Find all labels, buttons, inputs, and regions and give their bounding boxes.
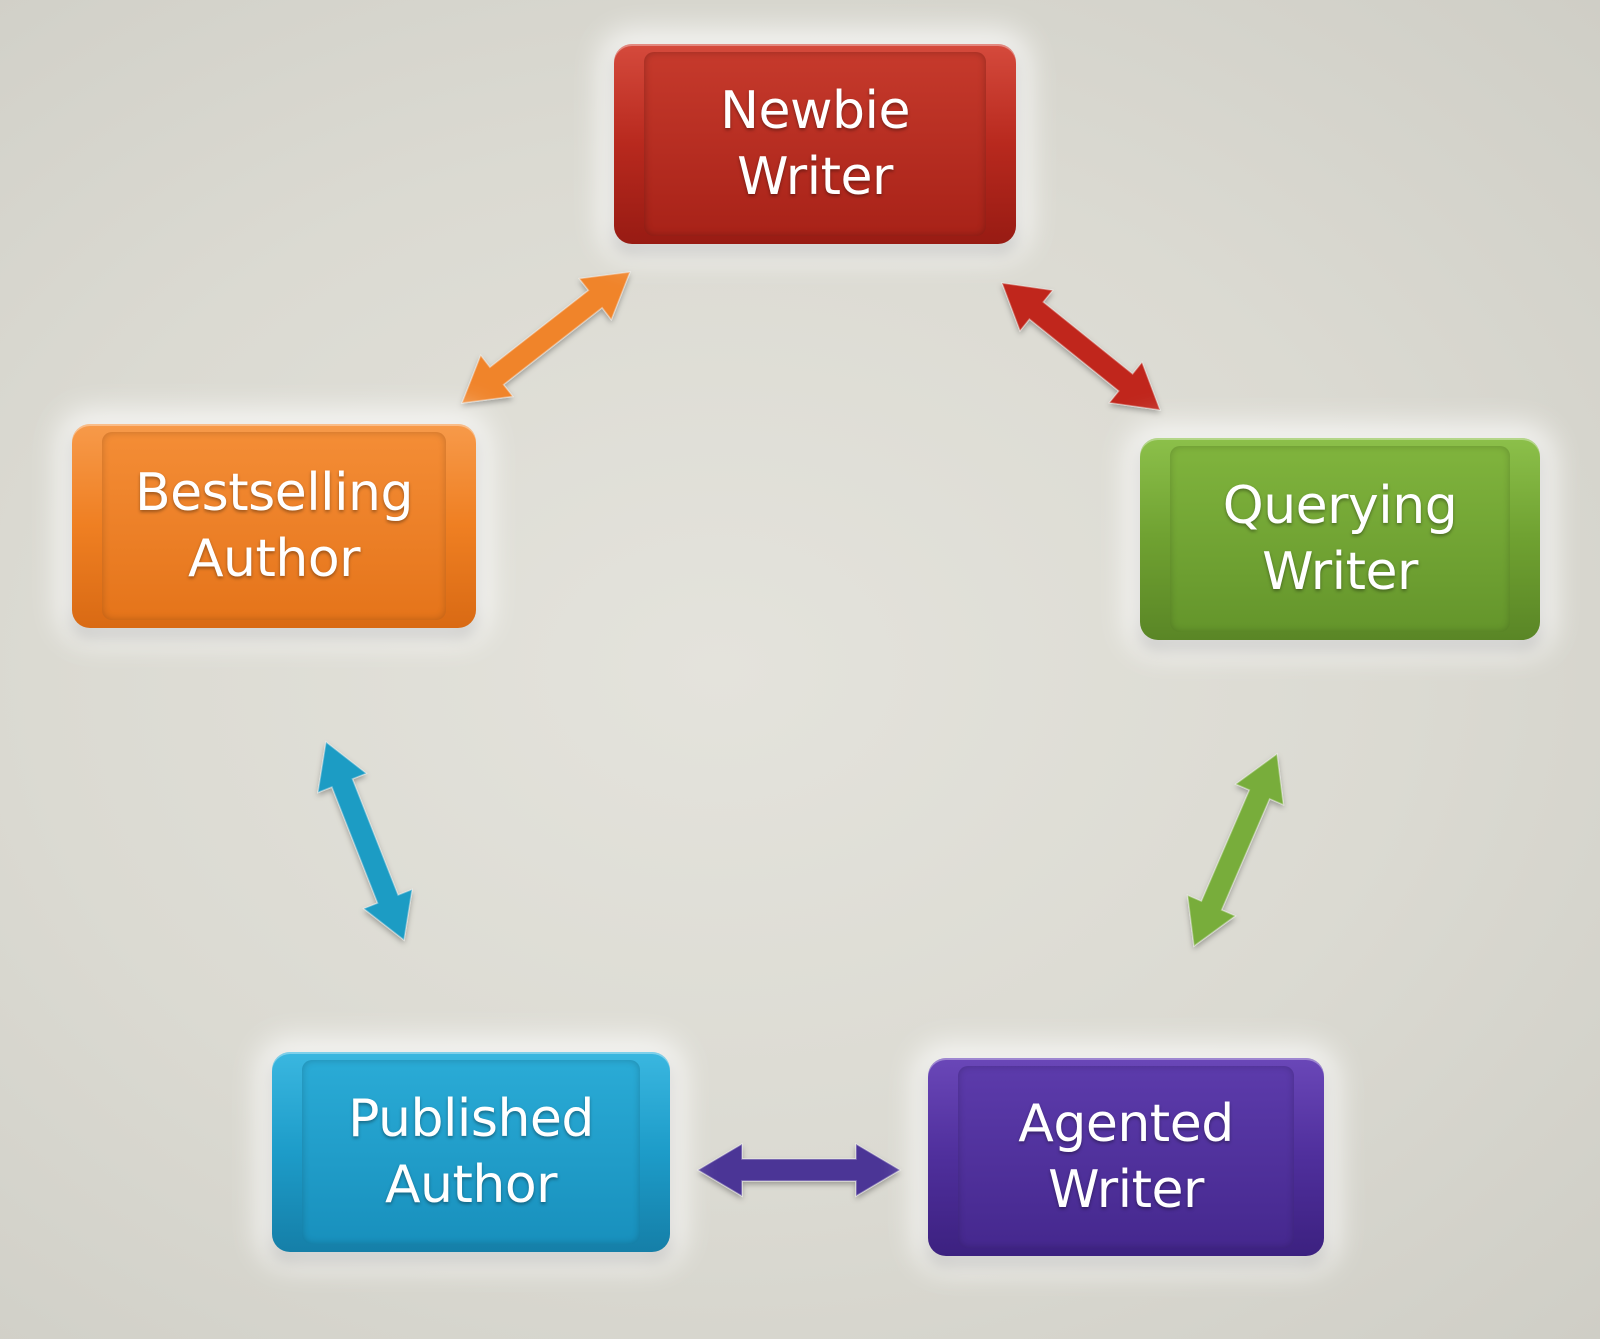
agented-writer-label: Agented Writer <box>1018 1094 1234 1220</box>
newbie-writer-label: Newbie Writer <box>720 81 910 207</box>
arrow-bestselling-newbie-bidirectional <box>460 271 632 404</box>
arrow-published-bestselling-bidirectional <box>316 740 414 942</box>
published-author-label: Published Author <box>348 1089 594 1215</box>
arrow-querying-agented-bidirectional <box>1186 752 1285 948</box>
published-author-node: Published Author <box>272 1052 670 1252</box>
querying-writer-node: Querying Writer <box>1140 438 1540 640</box>
arrow-agented-published-bidirectional <box>696 1142 902 1198</box>
querying-writer-label: Querying Writer <box>1222 476 1458 602</box>
newbie-writer-node: Newbie Writer <box>614 44 1016 244</box>
bestselling-author-label: Bestselling Author <box>134 463 414 589</box>
bestselling-author-node: Bestselling Author <box>72 424 476 628</box>
arrow-newbie-querying-bidirectional <box>1000 282 1162 411</box>
agented-writer-node: Agented Writer <box>928 1058 1324 1256</box>
